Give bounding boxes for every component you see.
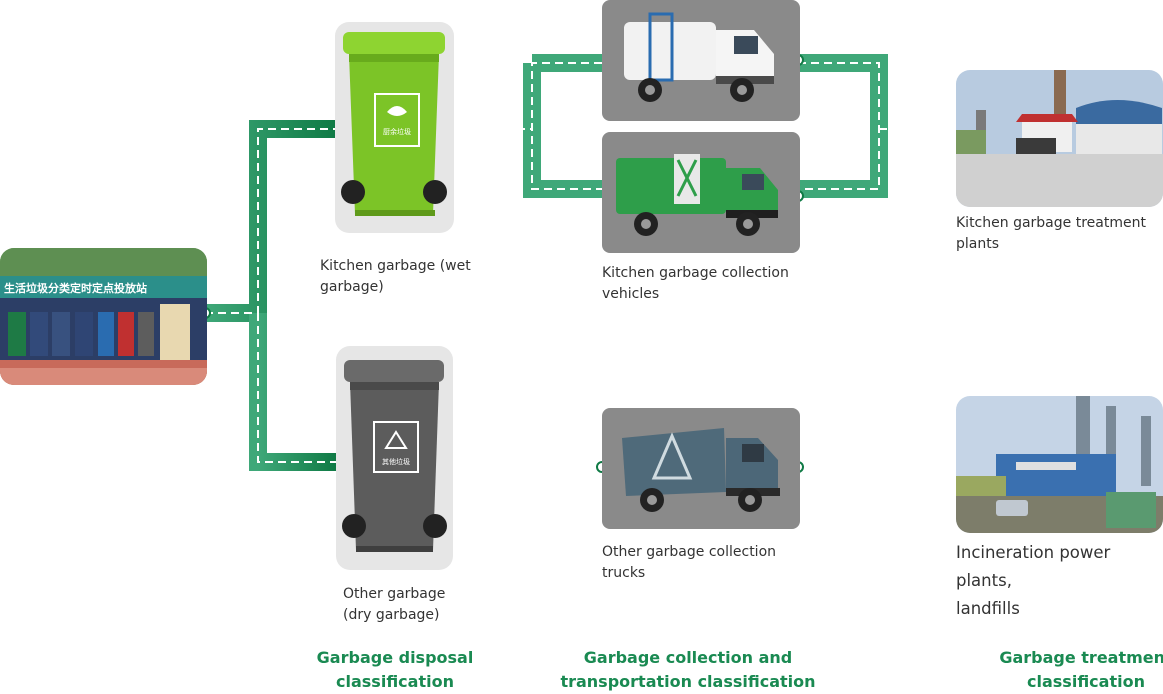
- kitchen-plant-label: Kitchen garbage treatment plants: [956, 215, 1146, 252]
- collection-station-image: 生活垃圾分类定时定点投放站: [0, 248, 207, 385]
- heading-collection: Garbage collection and transportation cl…: [560, 648, 816, 691]
- kitchen-bin-card: 厨余垃圾: [335, 22, 454, 233]
- connector-station-to-bins: [205, 120, 336, 471]
- kitchen-bin-label: Kitchen garbage (wet garbage): [320, 258, 471, 295]
- heading-treatment: Garbage treatment classification: [999, 648, 1163, 691]
- other-bin-text: 其他垃圾: [382, 457, 410, 466]
- kitchen-vehicle-green-image: [602, 132, 800, 253]
- other-bin-label: Other garbage (dry garbage): [343, 586, 446, 623]
- kitchen-vehicles-label: Kitchen garbage collection vehicles: [602, 265, 789, 302]
- incineration-label: Incineration power plants, landfills: [956, 543, 1111, 618]
- other-trucks-label: Other garbage collection trucks: [602, 544, 777, 581]
- gray-wheelie-bin-icon: 其他垃圾: [336, 346, 453, 570]
- green-wheelie-bin-icon: 厨余垃圾: [335, 22, 454, 233]
- other-garbage-truck-image: [602, 408, 800, 529]
- incineration-plant-image: [956, 396, 1163, 533]
- connector-kitchen-bin-to-vehicles: [452, 54, 602, 198]
- connector-vehicles-to-plant: [798, 54, 957, 198]
- kitchen-bin-text: 厨余垃圾: [383, 127, 411, 136]
- station-sign-text: 生活垃圾分类定时定点投放站: [4, 281, 147, 295]
- kitchen-vehicle-white-image: [602, 0, 800, 121]
- other-bin-card: 其他垃圾: [336, 346, 453, 570]
- kitchen-treatment-plant-image: [956, 70, 1163, 207]
- heading-disposal: Garbage disposal classification: [316, 648, 474, 691]
